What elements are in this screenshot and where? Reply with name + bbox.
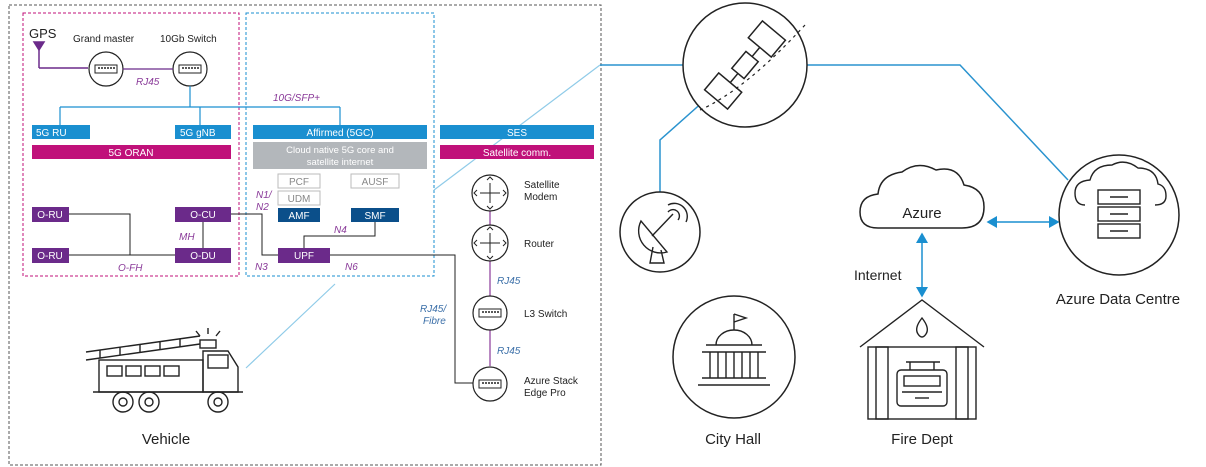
gnb-5g-label: 5G gNB bbox=[180, 128, 216, 139]
core-boundary bbox=[245, 12, 435, 277]
cloud-native-line2: satellite internet bbox=[307, 157, 374, 168]
oran-links bbox=[69, 213, 280, 256]
ru-5g-label: 5G RU bbox=[36, 128, 67, 139]
switch-10gb-label: 10Gb Switch bbox=[160, 34, 217, 45]
switch-10gb-icon bbox=[172, 51, 208, 87]
n3-label: N3 bbox=[255, 262, 268, 273]
amf-label: AMF bbox=[288, 211, 309, 222]
n4-label: N4 bbox=[334, 225, 347, 236]
city-hall-label: City Hall bbox=[705, 431, 761, 448]
vehicle-boundary bbox=[8, 4, 602, 466]
o-du-label: O-DU bbox=[190, 251, 216, 262]
smf-label: SMF bbox=[364, 211, 385, 222]
rj45-router-label: RJ45 bbox=[497, 276, 521, 287]
satellite-comm-block bbox=[440, 145, 594, 159]
mh-label: MH bbox=[179, 232, 195, 243]
rj45-top-label: RJ45 bbox=[136, 77, 160, 88]
azure-stack-icon bbox=[472, 366, 508, 402]
udm-label: UDM bbox=[288, 194, 311, 205]
vehicle-label: Vehicle bbox=[142, 431, 190, 448]
o-du-block bbox=[175, 248, 231, 263]
o-ru-1-label: O-RU bbox=[37, 210, 63, 221]
azure-dc-label: Azure Data Centre bbox=[1056, 291, 1180, 308]
satellite-icon bbox=[682, 2, 808, 128]
oran-5g-label: 5G ORAN bbox=[108, 148, 153, 159]
n1-label: N1/ bbox=[256, 190, 273, 201]
n6-label: N6 bbox=[345, 262, 358, 273]
ses-block bbox=[440, 125, 594, 139]
switch-distribution bbox=[59, 86, 341, 125]
sfp-label: 10G/SFP+ bbox=[273, 93, 320, 104]
rj45-l3-label: RJ45 bbox=[497, 346, 521, 357]
affirmed-label: Affirmed (5GC) bbox=[306, 128, 373, 139]
city-hall-icon bbox=[672, 295, 796, 419]
oran-boundary bbox=[22, 12, 240, 277]
affirmed-block bbox=[253, 125, 427, 139]
o-ru-2-label: O-RU bbox=[37, 251, 63, 262]
azure-cloud-icon bbox=[859, 164, 985, 229]
amf-block bbox=[278, 208, 320, 222]
ru-5g-block bbox=[32, 125, 90, 139]
grand-master-icon bbox=[88, 51, 124, 87]
smf-block bbox=[351, 208, 399, 222]
oran-5g-block bbox=[32, 145, 231, 159]
n2-label: N2 bbox=[256, 202, 269, 213]
satellite-modem-line1: Satellite bbox=[524, 180, 560, 191]
azure-stack-line1: Azure Stack bbox=[524, 376, 579, 387]
azure-label: Azure bbox=[902, 205, 941, 222]
fire-truck-icon bbox=[85, 328, 243, 413]
l3-switch-label: L3 Switch bbox=[524, 309, 567, 320]
router-label: Router bbox=[524, 239, 555, 250]
ses-label: SES bbox=[507, 128, 527, 139]
gps-label: GPS bbox=[29, 26, 57, 41]
satellite-modem-icon bbox=[471, 174, 509, 212]
azure-data-centre-icon bbox=[1058, 154, 1180, 276]
router-icon bbox=[471, 224, 509, 262]
dish-antenna-icon bbox=[619, 191, 701, 273]
o-ru-2-block bbox=[32, 248, 69, 263]
wan-links bbox=[600, 64, 1069, 200]
gnb-5g-block bbox=[175, 125, 231, 139]
upf-block bbox=[278, 248, 330, 263]
fire-dept-label: Fire Dept bbox=[891, 431, 954, 448]
satellite-comm-label: Satellite comm. bbox=[483, 148, 551, 159]
o-fh-label: O-FH bbox=[118, 263, 143, 274]
udm-block bbox=[277, 190, 321, 206]
o-cu-block bbox=[175, 207, 231, 222]
l3-switch-icon bbox=[472, 295, 508, 331]
ausf-block bbox=[350, 173, 400, 189]
o-ru-1-block bbox=[32, 207, 69, 222]
azure-stack-line2: Edge Pro bbox=[524, 388, 566, 399]
internet-label: Internet bbox=[854, 267, 902, 283]
upf-label: UPF bbox=[294, 251, 314, 262]
core-links bbox=[303, 222, 477, 384]
satellite-modem-line2: Modem bbox=[524, 192, 557, 203]
o-cu-label: O-CU bbox=[190, 210, 216, 221]
ausf-label: AUSF bbox=[362, 177, 389, 188]
rj45-fibre-line1: RJ45/ bbox=[420, 304, 447, 315]
pcf-label: PCF bbox=[289, 177, 309, 188]
gps-antenna bbox=[32, 41, 88, 69]
grand-master-label: Grand master bbox=[73, 34, 135, 45]
cloud-native-block bbox=[253, 142, 427, 169]
fire-dept-icon bbox=[859, 299, 985, 420]
rj45-fibre-line2: Fibre bbox=[423, 316, 446, 327]
cloud-native-line1: Cloud native 5G core and bbox=[286, 145, 394, 156]
pcf-block bbox=[277, 173, 321, 189]
